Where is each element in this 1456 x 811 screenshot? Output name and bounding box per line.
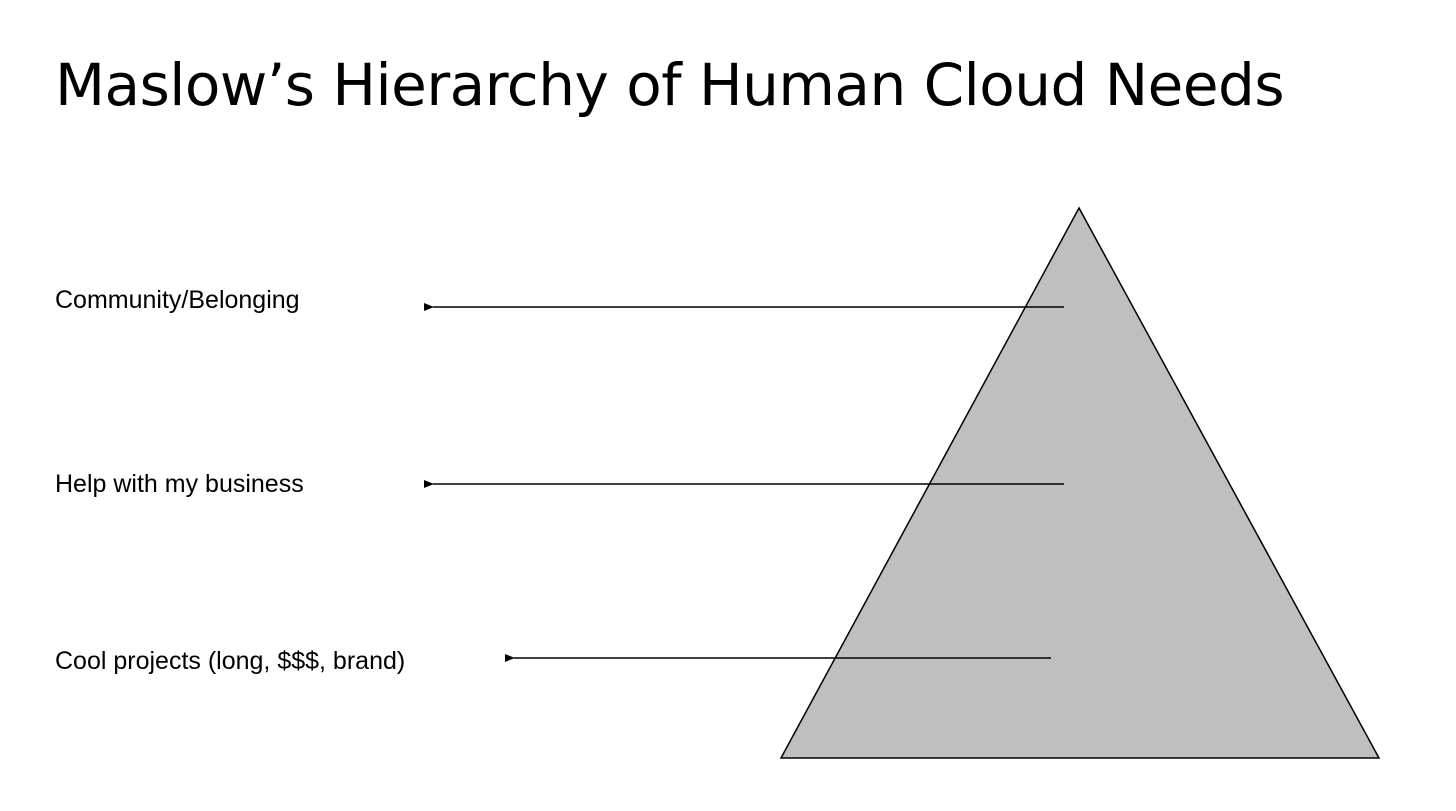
slide-title: Maslow’s Hierarchy of Human Cloud Needs [55, 51, 1285, 119]
pyramid-triangle [779, 206, 1381, 759]
level-label-help-with-business: Help with my business [55, 470, 304, 498]
level-label-cool-projects: Cool projects (long, $$$, brand) [55, 647, 406, 675]
level-label-community-belonging: Community/Belonging [55, 286, 300, 314]
